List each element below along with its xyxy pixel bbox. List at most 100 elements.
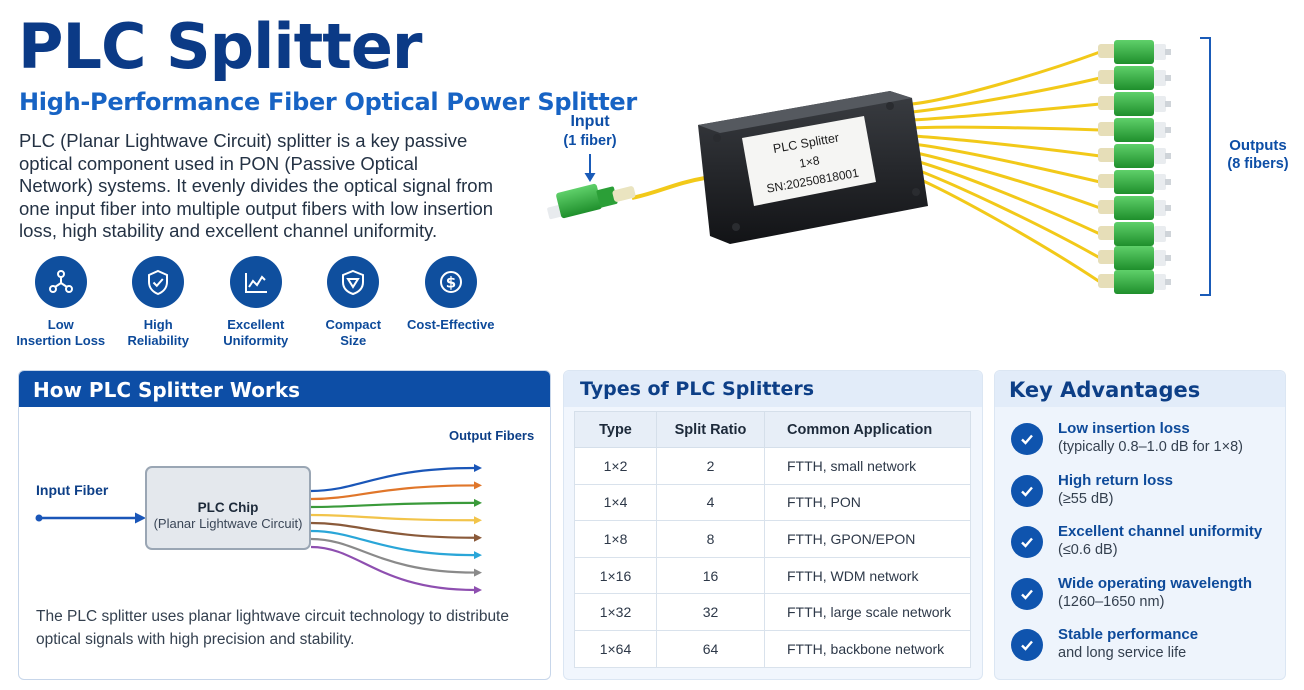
- output-fiber-line: [310, 521, 476, 539]
- cell-ratio: 32: [656, 593, 765, 631]
- cell-application: FTTH, GPON/EPON: [764, 520, 971, 558]
- types-panel: Types of PLC Splitters Type Split Ratio …: [563, 370, 983, 680]
- check-icon: [1011, 526, 1043, 558]
- network-nodes-icon: [34, 256, 87, 308]
- output-fiber-line: [310, 529, 476, 557]
- input-fiber-line: [35, 512, 146, 524]
- shield-check-icon: [132, 256, 185, 308]
- feature-label-line1: Compact: [325, 317, 382, 332]
- advantage-detail: (1260–1650 nm): [1058, 593, 1165, 610]
- chart-line-icon: [229, 256, 282, 308]
- check-icon: [1011, 423, 1043, 455]
- cell-application: FTTH, PON: [764, 483, 971, 522]
- output-arrowhead: [474, 516, 482, 525]
- feature-label-line2: Size: [340, 333, 367, 348]
- feature-label-line1: High: [143, 317, 173, 332]
- cell-type: 1×2: [574, 447, 657, 485]
- cell-ratio: 4: [656, 483, 765, 522]
- advantage-item: Low insertion loss (typically 0.8–1.0 dB …: [1011, 419, 1262, 471]
- signal-flow-diagram: [35, 464, 482, 594]
- cell-type: 1×64: [574, 629, 657, 668]
- advantage-title: High return loss: [1058, 471, 1174, 489]
- advantage-title: Low insertion loss: [1058, 420, 1190, 437]
- label-ratio: 1×8: [798, 153, 821, 170]
- cell-type: 1×32: [574, 593, 657, 631]
- advantages-heading: Key Advantages: [995, 371, 1285, 407]
- cell-application: FTTH, large scale network: [764, 593, 971, 631]
- svg-text:$: $: [446, 274, 456, 292]
- page-title: PLC Splitter: [18, 10, 422, 83]
- output-arrowhead: [474, 533, 482, 542]
- output-arrowhead: [474, 586, 482, 594]
- output-fibers: [911, 50, 1101, 284]
- input-label: Input: [570, 113, 610, 130]
- feature-label-line1: Low: [47, 317, 74, 332]
- output-arrowhead: [474, 498, 482, 507]
- input-sub-label: (1 fiber): [563, 133, 616, 149]
- output-fiber-line: [310, 484, 476, 501]
- chip-title: PLC Chip: [197, 500, 259, 515]
- input-fiber-label: Input Fiber: [36, 482, 109, 498]
- compact-shield-icon: [327, 256, 380, 308]
- input-arrow: [584, 154, 596, 182]
- output-fiber-line: [310, 537, 476, 574]
- feature-label-line2: Uniformity: [223, 333, 289, 348]
- output-arrowhead: [474, 464, 482, 472]
- cell-type: 1×16: [574, 556, 657, 595]
- output-fibers-label: Output Fibers: [449, 428, 535, 443]
- types-heading: Types of PLC Splitters: [564, 371, 982, 407]
- page-subtitle: High-Performance Fiber Optical Power Spl…: [19, 88, 637, 116]
- output-arrowhead: [474, 568, 482, 577]
- advantage-detail: and long service life: [1058, 645, 1187, 661]
- feature-label-line1: Cost-Effective: [407, 317, 495, 332]
- advantages-panel: Key Advantages Low insertion loss (typica…: [994, 370, 1286, 680]
- cell-application: FTTH, WDM network: [764, 556, 971, 595]
- output-fiber-line: [310, 466, 476, 493]
- output-fiber-line: [310, 513, 476, 522]
- output-fiber-line: [310, 501, 476, 509]
- cell-ratio: 16: [656, 556, 765, 595]
- input-fiber: [631, 176, 706, 200]
- cell-ratio: 64: [656, 629, 765, 668]
- outputs-sub-label: (8 fibers): [1227, 156, 1288, 172]
- cell-application: FTTH, backbone network: [764, 629, 971, 668]
- column-header-type: Type: [574, 411, 657, 448]
- advantage-item: Wide operating wavelength(1260–1650 nm): [1011, 574, 1262, 626]
- advantage-detail: (typically 0.8–1.0 dB for 1×8): [1058, 439, 1243, 455]
- column-header-split-ratio: Split Ratio: [656, 411, 765, 448]
- table-header-row: Type Split Ratio Common Application: [574, 411, 971, 448]
- advantage-title: Wide operating wavelength: [1058, 574, 1253, 592]
- check-icon: [1011, 577, 1043, 610]
- advantage-title: Excellent channel uniformity: [1058, 523, 1263, 540]
- advantages-list: Low insertion loss (typically 0.8–1.0 dB …: [1011, 419, 1262, 677]
- how-it-works-heading: How PLC Splitter Works: [19, 371, 550, 407]
- splitter-box: [698, 91, 928, 244]
- chip-subtitle: (Planar Lightwave Circuit): [153, 516, 303, 531]
- how-it-works-note: The PLC splitter uses planar lightwave c…: [36, 608, 509, 648]
- cell-application: FTTH, small network: [764, 447, 971, 485]
- check-icon: [1011, 474, 1043, 507]
- plc-chip-block: PLC Chip (Planar Lightwave Circuit): [145, 466, 311, 550]
- feature-cost-effective: $ Cost-Effective: [402, 256, 500, 349]
- output-fiber-line: [310, 545, 476, 592]
- advantage-item: High return loss(≥55 dB): [1011, 471, 1262, 523]
- feature-label-line1: Excellent: [227, 317, 285, 332]
- outputs-bracket: [1200, 37, 1211, 296]
- outputs-label: Outputs: [1229, 137, 1287, 154]
- output-arrowhead: [474, 551, 482, 560]
- how-it-works-panel: How PLC Splitter Works Input Fiber Outpu…: [18, 370, 551, 680]
- feature-label-line2: Insertion Loss: [16, 333, 106, 348]
- output-connectors: [1098, 40, 1171, 294]
- advantage-item: Excellent channel uniformity(≤0.6 dB): [1011, 522, 1262, 574]
- cell-ratio: 2: [656, 447, 765, 485]
- dollar-coin-icon: $: [424, 256, 477, 308]
